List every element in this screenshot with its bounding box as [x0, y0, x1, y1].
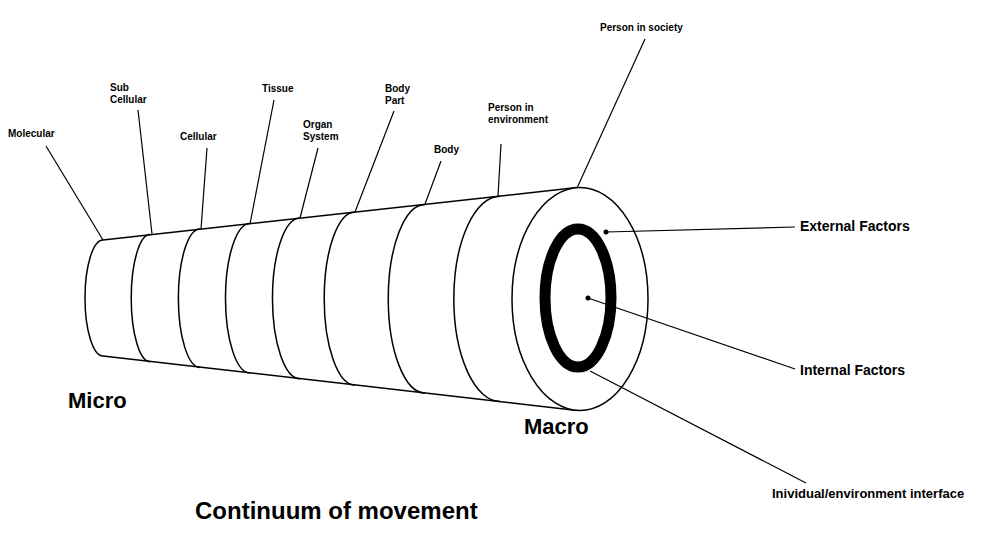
caption-text: Continuum of movement	[195, 497, 478, 526]
leader-line	[201, 148, 207, 229]
leader-line	[577, 39, 645, 188]
level-label: Body	[434, 144, 459, 156]
tube-top-edge	[103, 188, 577, 241]
level-label: Cellular	[180, 131, 217, 143]
level-label: Organ System	[303, 119, 351, 143]
tube-ring	[131, 235, 150, 362]
leader-line	[138, 110, 152, 234]
leader-line	[425, 161, 441, 204]
level-label: Person in society	[600, 22, 683, 34]
level-label: Person in environment	[488, 102, 558, 126]
tube-ring	[225, 224, 250, 373]
tube-ring	[324, 212, 355, 385]
leader-line	[46, 146, 103, 240]
leader-line	[300, 148, 318, 218]
interface-ring	[545, 229, 611, 367]
scale-label: Macro	[524, 414, 589, 440]
level-label: Sub Cellular	[110, 82, 158, 106]
leader-line	[606, 227, 795, 232]
factor-label: Internal Factors	[800, 362, 905, 379]
level-label: Tissue	[262, 83, 294, 95]
tube-ring	[454, 196, 500, 401]
tube-ring	[272, 218, 300, 379]
leader-line	[498, 144, 501, 196]
tube-ring	[388, 204, 425, 393]
leader-line	[355, 111, 394, 212]
factor-label: External Factors	[800, 218, 910, 235]
tube-bottom-edge	[103, 356, 577, 411]
scale-label: Micro	[68, 388, 127, 414]
level-label: Body Part	[385, 83, 421, 107]
leader-lines	[46, 39, 806, 483]
tube-ring	[178, 229, 200, 367]
leader-line	[590, 371, 806, 483]
leader-line	[250, 100, 274, 224]
level-label: Molecular	[8, 128, 55, 140]
tube-end-face	[512, 188, 648, 411]
leader-line	[588, 298, 795, 369]
tube-ring	[85, 240, 103, 356]
tube-outline	[85, 188, 648, 411]
factor-label: Inividual/environment interface	[772, 486, 972, 502]
